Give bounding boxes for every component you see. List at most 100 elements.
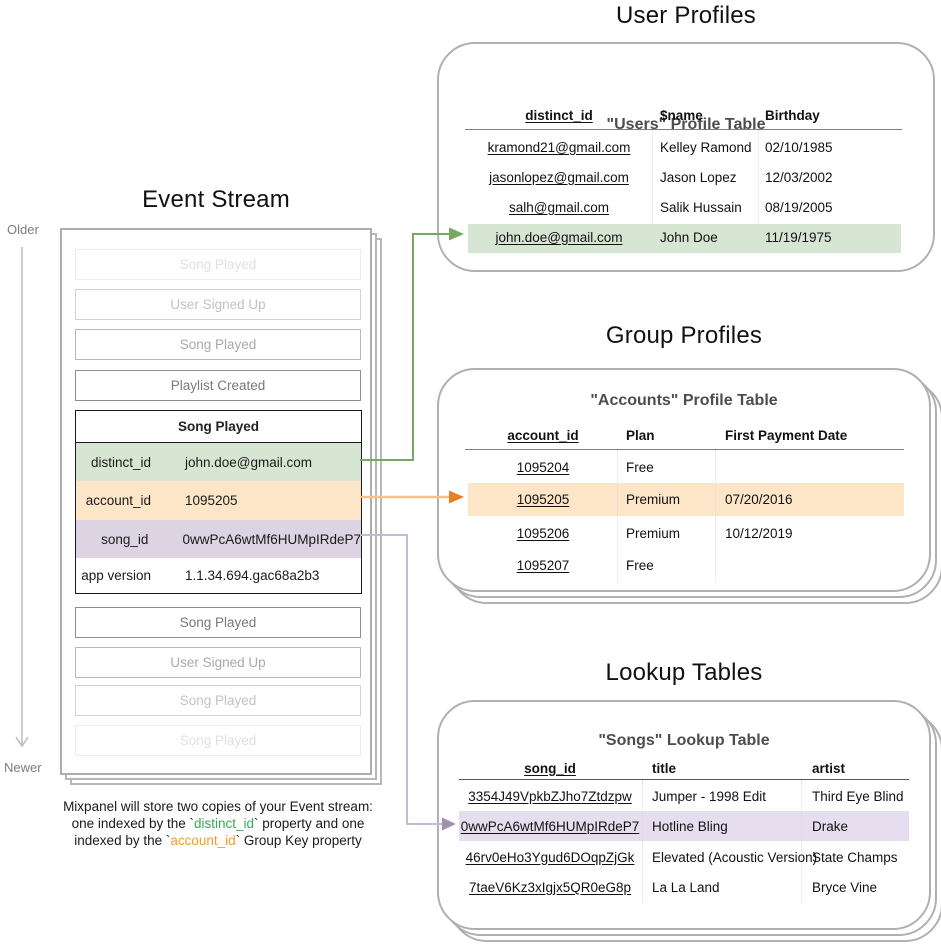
users-header-row: distinct_id $name Birthday — [468, 104, 901, 126]
event-label: Song Played — [179, 257, 257, 272]
expanded-event-name: Song Played — [76, 411, 361, 443]
col-header-plan: Plan — [626, 427, 655, 443]
songs-row: 3354J49VpkbZJho7Ztdzpw Jumper - 1998 Edi… — [459, 782, 909, 811]
event-box: Song Played — [75, 685, 361, 716]
accounts-row: 1095206 Premium 10/12/2019 — [468, 518, 904, 549]
col-header-title: title — [652, 760, 677, 776]
cell-title: La La Land — [652, 879, 720, 895]
col-header-name: $name — [660, 107, 703, 123]
event-box: Song Played — [75, 249, 361, 280]
event-label: User Signed Up — [170, 297, 266, 312]
accounts-highlight-row-bg — [468, 483, 904, 516]
songs-row: 7taeV6Kz3xIgjx5QR0eG8p La La Land Bryce … — [459, 872, 909, 902]
event-label: Playlist Created — [170, 378, 266, 393]
songs-row: 46rv0eHo3Ygud6DOqpZjGk Elevated (Acousti… — [459, 842, 909, 872]
event-box: Song Played — [75, 329, 361, 360]
event-box: Song Played — [75, 725, 361, 756]
lookup-tables-title: Lookup Tables — [605, 659, 763, 686]
cell-plan: Free — [626, 558, 654, 573]
cell-title: Hotline Bling — [652, 818, 728, 834]
property-key: account_id — [85, 493, 151, 508]
event-property-row-distinct-id: distinct_id john.doe@gmail.com — [76, 443, 361, 481]
property-value: 0wwPcA6wtMf6HUMpIRdeP7 — [182, 531, 361, 547]
songs-column-separator — [801, 780, 802, 902]
accounts-column-separator — [617, 450, 618, 582]
col-header-song-id: song_id — [524, 760, 576, 776]
cell-name: Jason Lopez — [660, 169, 737, 185]
cell-distinct-id: jasonlopez@gmail.com — [489, 169, 629, 185]
accounts-profile-card: "Accounts" Profile Table account_id Plan… — [437, 368, 931, 592]
event-property-row-song-id: song_id 0wwPcA6wtMf6HUMpIRdeP7 — [76, 520, 361, 558]
accounts-row: 1095207 Free — [468, 550, 904, 581]
col-header-account-id: account_id — [507, 427, 579, 443]
accounts-row: 1095204 Free — [468, 452, 904, 483]
expanded-event-table: Song Played distinct_id john.doe@gmail.c… — [75, 410, 362, 594]
property-value: 1095205 — [185, 493, 238, 508]
cell-name: Kelley Ramond — [660, 139, 752, 155]
property-value: john.doe@gmail.com — [185, 454, 313, 470]
cell-account-id: 1095205 — [516, 492, 570, 507]
event-box: User Signed Up — [75, 647, 361, 678]
cell-plan: Premium — [626, 492, 681, 507]
cell-name: Salik Hussain — [660, 199, 742, 215]
songs-row-highlighted: 0wwPcA6wtMf6HUMpIRdeP7 Hotline Bling Dra… — [459, 811, 909, 841]
timeline-arrow — [15, 247, 29, 748]
accounts-table-title: "Accounts" Profile Table — [590, 392, 778, 409]
caption-line-1: Mixpanel will store two copies of your E… — [63, 799, 373, 814]
event-box: User Signed Up — [75, 289, 361, 320]
user-profiles-title: User Profiles — [616, 2, 756, 29]
songs-lookup-card: "Songs" Lookup Table song_id title artis… — [437, 700, 931, 930]
songs-table-title: "Songs" Lookup Table — [598, 732, 770, 749]
users-row: kramond21@gmail.com Kelley Ramond 02/10/… — [468, 132, 901, 162]
cell-artist: Bryce Vine — [812, 879, 878, 895]
event-property-row-app-version: app version 1.1.34.694.gac68a2b3 — [76, 558, 361, 593]
event-label: Song Played — [179, 693, 257, 708]
col-header-distinct-id: distinct_id — [525, 107, 593, 123]
event-label: Song Played — [179, 733, 257, 748]
users-profile-card: "Users" Profile Table distinct_id $name … — [437, 42, 935, 272]
caption-line-2: one indexed by the `distinct_id` propert… — [71, 816, 365, 831]
event-label: Song Played — [179, 337, 257, 352]
col-header-birthday: Birthday — [765, 107, 820, 123]
songs-header-row: song_id title artist — [459, 757, 909, 779]
cell-title: Jumper - 1998 Edit — [652, 789, 767, 804]
cell-song-id: 3354J49VpkbZJho7Ztdzpw — [468, 789, 632, 804]
cell-artist: Drake — [812, 818, 849, 834]
songs-highlight-row-bg — [459, 811, 909, 841]
cell-birthday: 12/03/2002 — [765, 169, 833, 185]
accounts-header-row: account_id Plan First Payment Date — [468, 424, 904, 446]
event-label: Song Played — [179, 615, 257, 630]
cell-plan: Free — [626, 460, 654, 475]
cell-distinct-id: john.doe@gmail.com — [495, 229, 623, 245]
col-header-first-payment-date: First Payment Date — [725, 427, 848, 443]
property-key: app version — [81, 568, 151, 583]
users-row: jasonlopez@gmail.com Jason Lopez 12/03/2… — [468, 162, 901, 192]
cell-song-id: 7taeV6Kz3xIgjx5QR0eG8p — [468, 879, 632, 895]
accounts-row-highlighted: 1095205 Premium 07/20/2016 — [468, 483, 904, 516]
songs-column-separator — [642, 780, 643, 902]
caption-account-id: account_id — [170, 833, 236, 848]
property-key: distinct_id — [90, 454, 151, 470]
group-profiles-title: Group Profiles — [605, 322, 763, 349]
cell-artist: State Champs — [812, 849, 898, 865]
users-highlight-row-bg — [468, 224, 901, 253]
event-label: User Signed Up — [170, 655, 266, 670]
users-column-separator — [758, 130, 759, 253]
users-header-rule — [465, 129, 902, 130]
cell-birthday: 02/10/1985 — [765, 139, 833, 155]
cell-distinct-id: kramond21@gmail.com — [487, 139, 631, 155]
cell-birthday: 08/19/2005 — [765, 199, 833, 215]
cell-song-id: 46rv0eHo3Ygud6DOqpZjGk — [465, 849, 635, 865]
cell-first-payment-date: 10/12/2019 — [725, 526, 793, 541]
cell-account-id: 1095204 — [516, 460, 570, 475]
event-stream-title: Event Stream — [142, 186, 290, 213]
timeline-older-label: Older — [7, 222, 39, 237]
event-property-row-account-id: account_id 1095205 — [76, 481, 361, 520]
caption-distinct-id: distinct_id — [193, 816, 255, 831]
cell-plan: Premium — [626, 526, 681, 541]
cell-first-payment-date: 07/20/2016 — [725, 492, 793, 507]
cell-birthday: 11/19/1975 — [765, 229, 832, 245]
accounts-header-rule — [465, 449, 904, 450]
users-table-title: "Users" Profile Table — [606, 116, 766, 133]
